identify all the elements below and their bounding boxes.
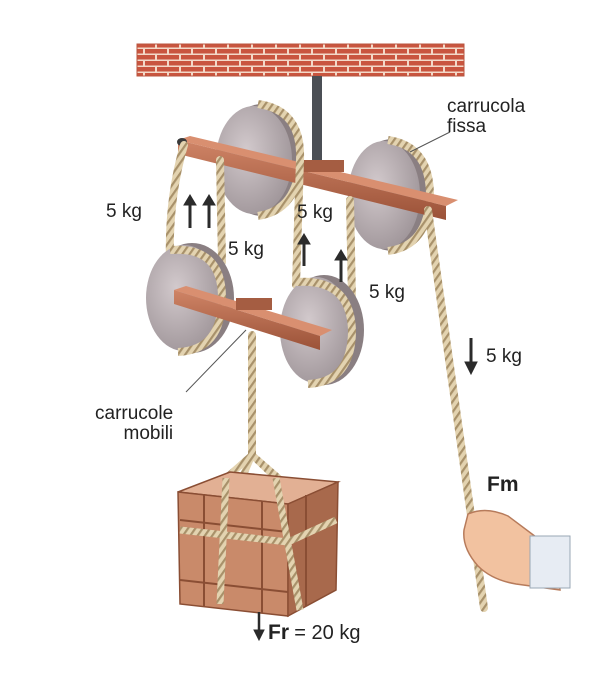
force-arrows (183, 194, 478, 642)
crate-ropes-front (179, 477, 338, 611)
left-rope-weight-label: 5 kg (106, 201, 142, 222)
resistance-symbol: Fr (268, 621, 289, 644)
upper-wooden-bar (177, 136, 458, 220)
fixed-pulley-label: carrucola fissa (447, 97, 525, 137)
third-rope-weight-label: 5 kg (297, 202, 333, 223)
down-arrow-icon (253, 612, 265, 642)
movable-pulleys-label: carrucole mobili (95, 404, 173, 444)
movable-pulleys-label-line2: mobili (123, 422, 174, 444)
free-end-weight-label: 5 kg (486, 346, 522, 367)
second-rope-weight-label: 5 kg (228, 239, 264, 260)
motive-force-label: Fm (487, 473, 519, 496)
up-arrow-icon (334, 249, 348, 282)
up-arrow-icon (202, 194, 216, 228)
down-arrow-icon (464, 338, 478, 376)
up-arrow-icon (297, 233, 311, 266)
fixed-pulley-label-line2: fissa (447, 115, 487, 137)
support-rod (312, 76, 322, 168)
wooden-crate (177, 471, 341, 618)
right-rope-weight-label: 5 kg (369, 282, 405, 303)
resistance-value: = 20 kg (294, 622, 361, 644)
resistance-force-label: Fr = 20 kg (268, 621, 361, 644)
fixed-pulley-label-line1: carrucola (447, 96, 526, 117)
movable-pulleys-label-line1: carrucole (95, 403, 174, 424)
up-arrow-icon (183, 194, 197, 228)
hand-icon (463, 509, 571, 591)
leader-lines (185, 131, 451, 393)
lower-wooden-bar (174, 286, 332, 350)
ceiling-brick-wall (136, 43, 465, 77)
